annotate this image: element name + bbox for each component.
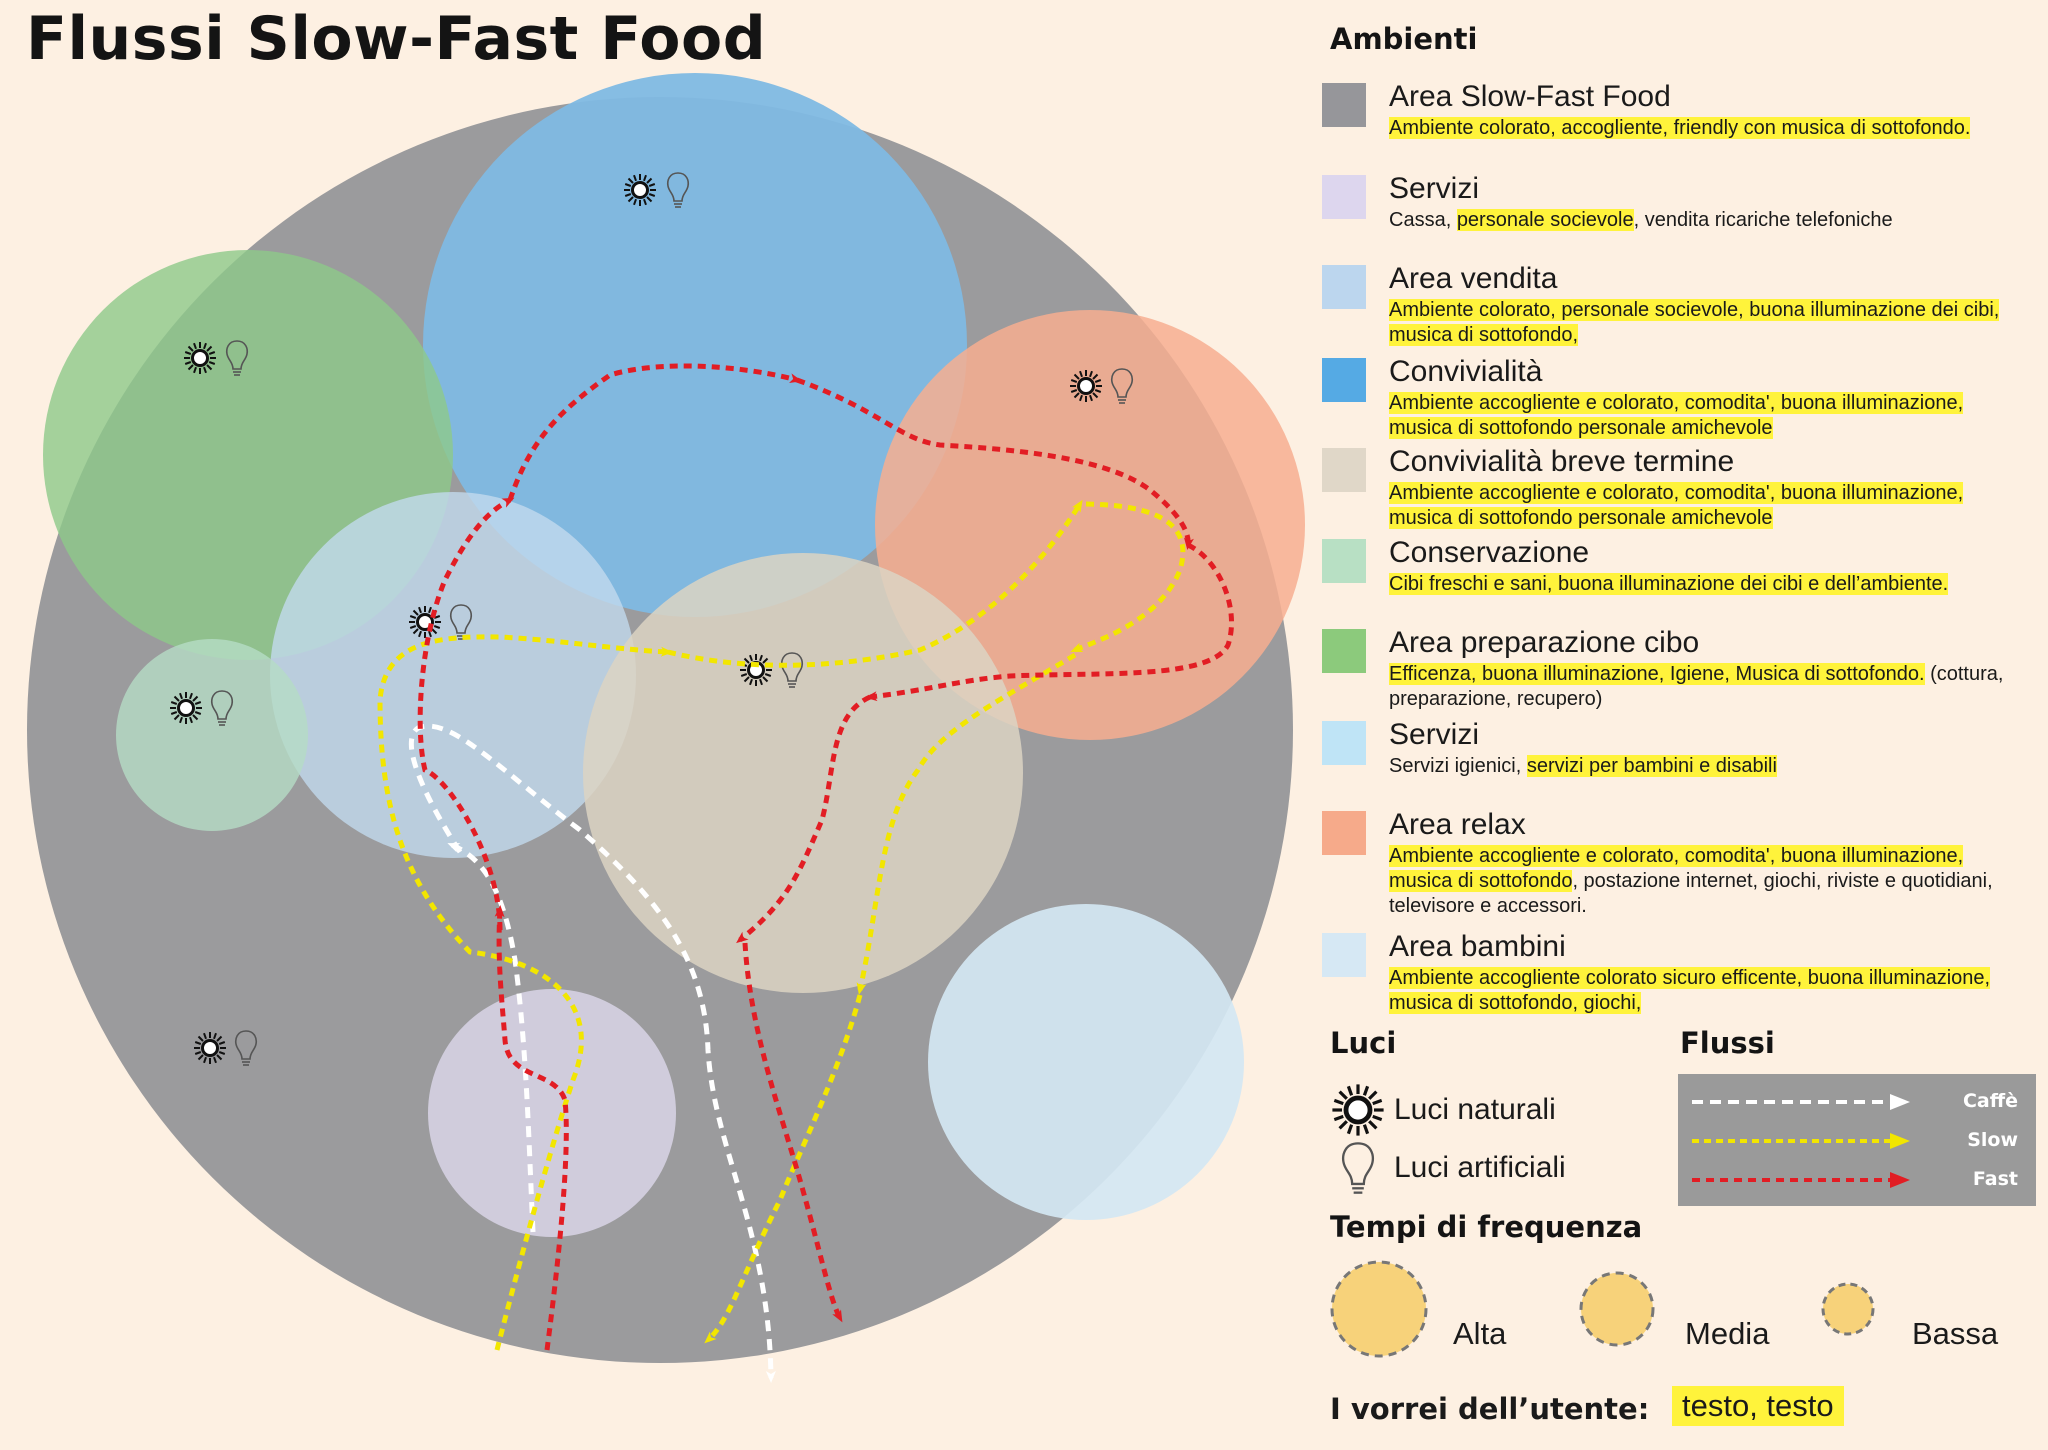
- ambiente-name: Convivialità breve termine: [1389, 445, 1735, 478]
- ambiente-swatch: [1322, 358, 1366, 402]
- vorrei-value: testo, testo: [1672, 1386, 1844, 1426]
- ambiente-name: Convivialità: [1389, 355, 1543, 388]
- flow-diagram: [27, 73, 1305, 1383]
- ambiente-swatch: [1322, 175, 1366, 219]
- freq-bassa-label: Bassa: [1912, 1316, 1999, 1351]
- tempi-heading: Tempi di frequenza: [1330, 1210, 1643, 1244]
- ambiente-swatch: [1322, 448, 1366, 492]
- ambiente-description-segment: Cassa,: [1389, 209, 1457, 231]
- ambiente-description-segment: Ambiente accogliente colorato sicuro eff…: [1389, 967, 1991, 1014]
- ambiente-swatch: [1322, 721, 1366, 765]
- convivialita-breve-termine-circle: [583, 553, 1023, 993]
- ambiente-description: Ambiente colorato, personale socievole, …: [1389, 298, 2029, 348]
- flussi-arrows: [1692, 1094, 1910, 1188]
- freq-alta-circle: [1330, 1260, 1428, 1358]
- ambiente-swatch: [1322, 265, 1366, 309]
- ambiente-description-segment: , postazione internet, giochi, riviste e…: [1389, 870, 1993, 917]
- ambiente-description: Ambiente colorato, accogliente, friendly…: [1389, 116, 2029, 141]
- page-title: Flussi Slow-Fast Food: [26, 4, 767, 74]
- ambiente-description: Servizi igienici, servizi per bambini e …: [1389, 754, 2029, 779]
- ambiente-description-segment: (cottura, preparazione, recupero): [1389, 663, 2004, 710]
- luci-naturali-label: Luci naturali: [1394, 1093, 1556, 1126]
- freq-bassa-circle: [1821, 1282, 1875, 1336]
- ambiente-description-segment: Servizi igienici,: [1389, 755, 1527, 777]
- ambiente-swatch: [1322, 629, 1366, 673]
- freq-media-label: Media: [1685, 1316, 1770, 1351]
- ambiente-description: Ambiente accogliente e colorato, comodit…: [1389, 844, 2029, 919]
- vorrei-label: I vorrei dell’utente:: [1330, 1392, 1650, 1426]
- convivialita-circle: [423, 73, 967, 617]
- ambiente-description-segment: Ambiente colorato, accogliente, friendly…: [1389, 117, 1971, 139]
- ambiente-name: Conservazione: [1389, 536, 1590, 569]
- ambiente-description: Cassa, personale socievole, vendita rica…: [1389, 208, 2029, 233]
- ambiente-description-segment: personale socievole: [1456, 209, 1634, 231]
- luci-heading: Luci: [1330, 1026, 1397, 1060]
- flussi-caffe-label: Caffè: [1962, 1090, 2018, 1112]
- ambiente-swatch: [1322, 539, 1366, 583]
- ambiente-description: Ambiente accogliente e colorato, comodit…: [1389, 481, 2029, 531]
- ambiente-description-segment: servizi per bambini e disabili: [1526, 755, 1777, 777]
- luci-artificiali-label: Luci artificiali: [1394, 1151, 1566, 1184]
- servizi-circle: [428, 989, 676, 1237]
- fast-flow: [417, 363, 1234, 1351]
- sun-icon: [1330, 1082, 1386, 1138]
- ambiente-swatch: [1322, 933, 1366, 977]
- flussi-slow-label: Slow: [1967, 1129, 2018, 1151]
- flussi-heading: Flussi: [1680, 1026, 1775, 1060]
- flussi-fast-label: Fast: [1972, 1168, 2018, 1190]
- ambiente-description: Ambiente accogliente e colorato, comodit…: [1389, 391, 2029, 441]
- slow-flow: [377, 499, 1186, 1351]
- ambiente-description-segment: Cibi freschi e sani, buona illuminazione…: [1389, 573, 1949, 595]
- ambiente-description-segment: Ambiente colorato, personale socievole, …: [1389, 299, 2000, 346]
- ambiente-description-segment: Ambiente accogliente e colorato, comodit…: [1389, 392, 1964, 439]
- ambiente-description-segment: Efficenza, buona illuminazione, Igiene, …: [1389, 663, 1925, 685]
- ambiente-name: Area preparazione cibo: [1389, 626, 1700, 659]
- ambiente-name: Area bambini: [1389, 930, 1566, 963]
- ambiente-name: Servizi: [1389, 172, 1480, 205]
- ambiente-description-segment: , vendita ricariche telefoniche: [1633, 209, 1893, 231]
- caffe-flow: [408, 723, 776, 1383]
- luci-artificiali-row: Luci artificiali: [1330, 1140, 1566, 1196]
- area-relax-circle: [875, 310, 1305, 740]
- ambiente-description: Cibi freschi e sani, buona illuminazione…: [1389, 572, 2029, 597]
- freq-alta-label: Alta: [1453, 1316, 1507, 1351]
- lightbulb-icon: [1342, 1142, 1374, 1194]
- ambiente-name: Area relax: [1389, 808, 1526, 841]
- ambiente-swatch: [1322, 83, 1366, 127]
- ambiente-swatch: [1322, 811, 1366, 855]
- tempi-circles: [1330, 1260, 1875, 1358]
- ambiente-name: Area Slow-Fast Food: [1389, 80, 1671, 113]
- area-vendita-circle: [270, 492, 636, 858]
- ambiente-description: Efficenza, buona illuminazione, Igiene, …: [1389, 662, 2029, 712]
- conservazione-circle: [116, 639, 308, 831]
- ambiente-name: Area vendita: [1389, 262, 1558, 295]
- flussi-legend: Caffè Slow Fast: [1678, 1074, 2036, 1206]
- ambiente-description: Ambiente accogliente colorato sicuro eff…: [1389, 966, 2029, 1016]
- ambiente-description-segment: Ambiente accogliente e colorato, comodit…: [1389, 482, 1964, 529]
- luci-naturali-row: Luci naturali: [1330, 1082, 1556, 1138]
- area-bambini-circle: [928, 904, 1244, 1220]
- ambienti-heading: Ambienti: [1330, 22, 1478, 56]
- freq-media-circle: [1579, 1271, 1655, 1347]
- ambiente-name: Servizi: [1389, 718, 1480, 751]
